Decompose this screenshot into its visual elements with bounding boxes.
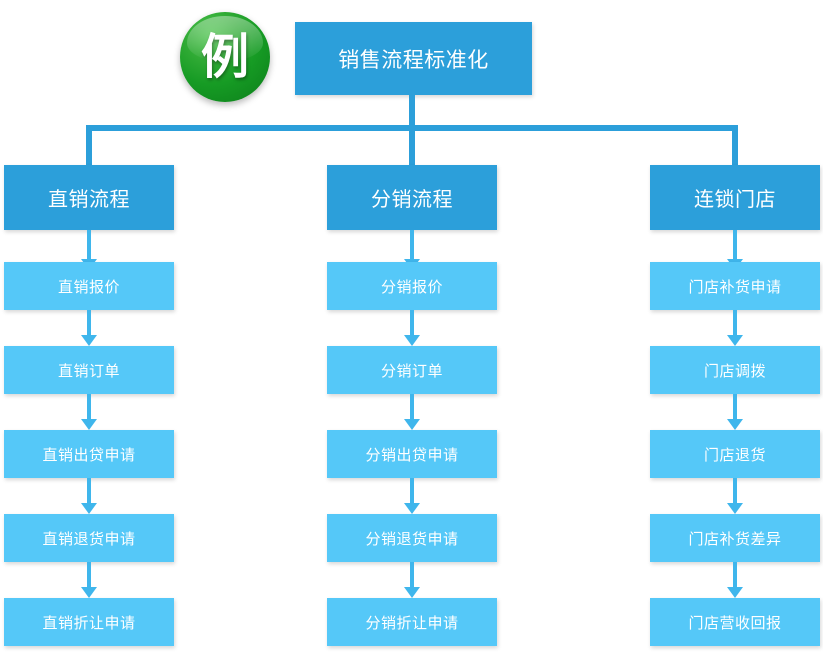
arrow-col0-2	[81, 394, 97, 430]
leaf-node-2-1[interactable]: 门店调拨	[650, 346, 820, 394]
leaf-node-2-3[interactable]: 门店补货差异	[650, 514, 820, 562]
leaf-node-0-4[interactable]: 直销折让申请	[4, 598, 174, 646]
leaf-node-label: 直销退货申请	[42, 529, 136, 548]
arrow-col1-4	[404, 562, 420, 598]
leaf-node-label: 门店补货申请	[688, 277, 782, 296]
branch-connector-drop-2	[409, 125, 415, 166]
leaf-node-label: 门店调拨	[703, 361, 766, 380]
arrow-col2-3	[727, 478, 743, 514]
branch-connector-drop-1	[86, 125, 92, 166]
leaf-node-label: 直销折让申请	[42, 613, 136, 632]
leaf-node-1-1[interactable]: 分销订单	[327, 346, 497, 394]
root-node-sales-process[interactable]: 销售流程标准化	[295, 22, 532, 95]
leaf-node-2-4[interactable]: 门店营收回报	[650, 598, 820, 646]
leaf-node-label: 分销退货申请	[365, 529, 459, 548]
arrow-col0-3	[81, 478, 97, 514]
leaf-node-0-0[interactable]: 直销报价	[4, 262, 174, 310]
leaf-node-label: 分销出贷申请	[365, 445, 459, 464]
leaf-node-0-2[interactable]: 直销出贷申请	[4, 430, 174, 478]
leaf-node-1-4[interactable]: 分销折让申请	[327, 598, 497, 646]
arrow-col2-4	[727, 562, 743, 598]
leaf-node-0-3[interactable]: 直销退货申请	[4, 514, 174, 562]
arrow-col0-4	[81, 562, 97, 598]
branch-node-1[interactable]: 分销流程	[327, 165, 497, 230]
leaf-node-label: 门店补货差异	[688, 529, 782, 548]
leaf-node-label: 门店营收回报	[688, 613, 782, 632]
example-badge-label: 例	[200, 29, 249, 85]
leaf-node-label: 直销出贷申请	[42, 445, 136, 464]
root-node-label: 销售流程标准化	[338, 47, 489, 72]
leaf-node-label: 直销订单	[57, 361, 120, 380]
branch-node-label: 连锁门店	[694, 187, 776, 211]
arrow-col2-2	[727, 394, 743, 430]
root-connector-vertical	[409, 95, 415, 128]
branch-node-2[interactable]: 连锁门店	[650, 165, 820, 230]
branch-node-label: 分销流程	[371, 187, 453, 211]
branch-connector-drop-3	[732, 125, 738, 166]
arrow-col0-1	[81, 310, 97, 346]
leaf-node-1-2[interactable]: 分销出贷申请	[327, 430, 497, 478]
leaf-node-2-2[interactable]: 门店退货	[650, 430, 820, 478]
arrow-col1-3	[404, 478, 420, 514]
arrow-col1-2	[404, 394, 420, 430]
arrow-col2-1	[727, 310, 743, 346]
leaf-node-label: 分销订单	[380, 361, 443, 380]
leaf-node-label: 门店退货	[703, 445, 766, 464]
branch-node-0[interactable]: 直销流程	[4, 165, 174, 230]
leaf-node-1-0[interactable]: 分销报价	[327, 262, 497, 310]
leaf-node-0-1[interactable]: 直销订单	[4, 346, 174, 394]
leaf-node-2-0[interactable]: 门店补货申请	[650, 262, 820, 310]
example-badge-icon: 例	[180, 12, 270, 102]
leaf-node-label: 分销报价	[380, 277, 443, 296]
leaf-node-label: 分销折让申请	[365, 613, 459, 632]
leaf-node-label: 直销报价	[57, 277, 120, 296]
arrow-col1-1	[404, 310, 420, 346]
branch-node-label: 直销流程	[48, 187, 130, 211]
leaf-node-1-3[interactable]: 分销退货申请	[327, 514, 497, 562]
